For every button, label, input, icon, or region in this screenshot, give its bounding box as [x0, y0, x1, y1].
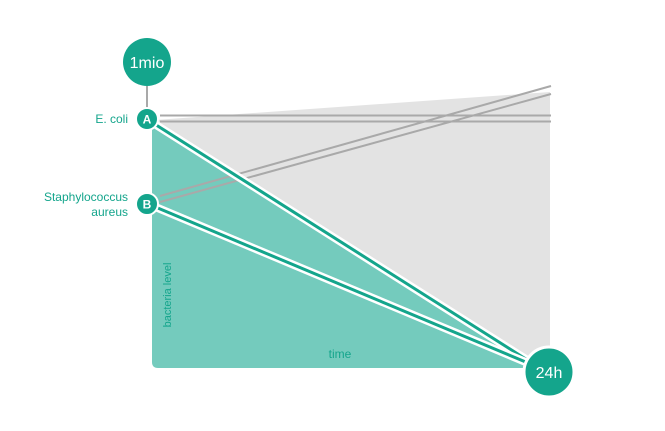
marker-b-label-line1: Staphylococcus [44, 190, 128, 204]
staph-decline-line-inner [152, 204, 541, 370]
marker-b-label-line2: aureus [91, 205, 128, 219]
staph-growth-line-2 [159, 93, 552, 203]
start-count-badge [123, 38, 171, 86]
ecoli-decline-line-inner [152, 121, 541, 370]
y-axis-label: bacteria level [162, 263, 174, 328]
x-axis-label: time [329, 347, 352, 361]
gray-region [155, 92, 550, 370]
marker-a [135, 107, 159, 131]
end-time-badge [522, 345, 576, 399]
marker-a-label: E. coli [95, 112, 128, 126]
marker-a-letter: A [143, 113, 152, 127]
staph-growth-line [159, 85, 552, 197]
marker-b [135, 192, 159, 216]
end-time-label: 24h [536, 365, 563, 382]
start-count-label: 1mio [130, 55, 165, 72]
marker-b-letter: B [143, 198, 152, 212]
axis-frame [147, 118, 548, 373]
